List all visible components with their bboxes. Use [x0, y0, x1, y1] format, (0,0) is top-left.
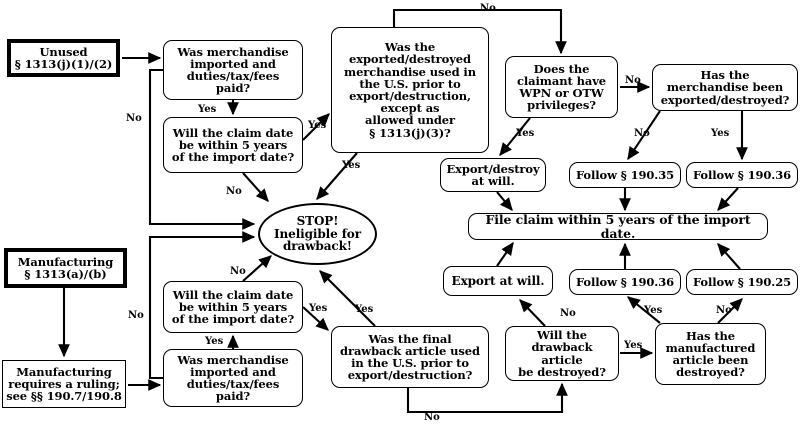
- node-file-claim[interactable]: File claim within 5 years of the import …: [468, 213, 768, 240]
- edge-label-claimdate-no-bot: No: [230, 266, 246, 277]
- edge-label-merch-no: No: [634, 128, 650, 139]
- edge-label-destroy-yes: Yes: [624, 340, 643, 351]
- edge-label-mfg-no: No: [128, 310, 144, 321]
- node-export-at-will[interactable]: Export at will.: [443, 266, 553, 296]
- edge-label-final-no: No: [424, 412, 440, 423]
- edge-label-final-yes: Yes: [355, 304, 374, 315]
- edge-label-unused-yes: Yes: [198, 104, 217, 115]
- edge-label-used-yes: Yes: [342, 160, 361, 171]
- node-label: Follow § 190.36: [575, 274, 675, 289]
- edge-final-no: [406, 382, 568, 414]
- node-unused-start[interactable]: Unused§ 1313(j)(1)/(2): [7, 39, 120, 77]
- node-label: Manufacturing§ 1313(a)/(b): [17, 254, 114, 281]
- edge-label-merch-yes: Yes: [711, 128, 730, 139]
- edge-final-yes: [319, 270, 376, 327]
- edge-label-wpn-no: No: [625, 75, 641, 86]
- node-label: Follow § 190.35: [575, 167, 675, 182]
- node-follow-190-35[interactable]: Follow § 190.35: [569, 162, 681, 188]
- node-follow-190-36-bottom[interactable]: Follow § 190.36: [569, 269, 681, 295]
- node-manufacturing-start[interactable]: Manufacturing§ 1313(a)/(b): [4, 248, 127, 288]
- edge-label-claimdate-no-top: No: [226, 186, 242, 197]
- edge-label-wpn-yes: Yes: [516, 128, 535, 139]
- edge-destroy-no: [519, 299, 546, 327]
- node-label: Export at will.: [451, 273, 545, 288]
- edge-label-top-no: No: [480, 3, 496, 14]
- edge-label-unused-yes-right: Yes: [308, 120, 327, 131]
- node-follow-190-36-top[interactable]: Follow § 190.36: [686, 162, 798, 188]
- edge-label-mfgdest-yes: Yes: [644, 305, 663, 316]
- edge-19025-to-fileclaim: [717, 243, 741, 270]
- node-label: Follow § 190.25: [692, 274, 792, 289]
- node-label: Unused§ 1313(j)(1)/(2): [14, 44, 113, 71]
- edge-exportatwill-to-fileclaim: [496, 241, 514, 267]
- edge-claimdate-no-top: [242, 172, 269, 202]
- edge-exportdestroy-to-fileclaim: [496, 191, 513, 211]
- edge-label-mfgdest-no: No: [716, 305, 732, 316]
- edge-label-claim-yes-right: Yes: [309, 303, 328, 314]
- edge-19036top-to-fileclaim: [717, 187, 739, 211]
- node-label: Follow § 190.36: [692, 167, 792, 182]
- node-label: File claim within 5 years of the import …: [485, 212, 751, 241]
- edge-label-destroy-no: No: [560, 308, 576, 319]
- edge-claimdate-no-bot: [242, 255, 272, 282]
- edge-label-claimdate-yes-bot: Yes: [205, 336, 224, 347]
- node-follow-190-25[interactable]: Follow § 190.25: [686, 269, 798, 295]
- edge-label-unused-no: No: [126, 113, 142, 124]
